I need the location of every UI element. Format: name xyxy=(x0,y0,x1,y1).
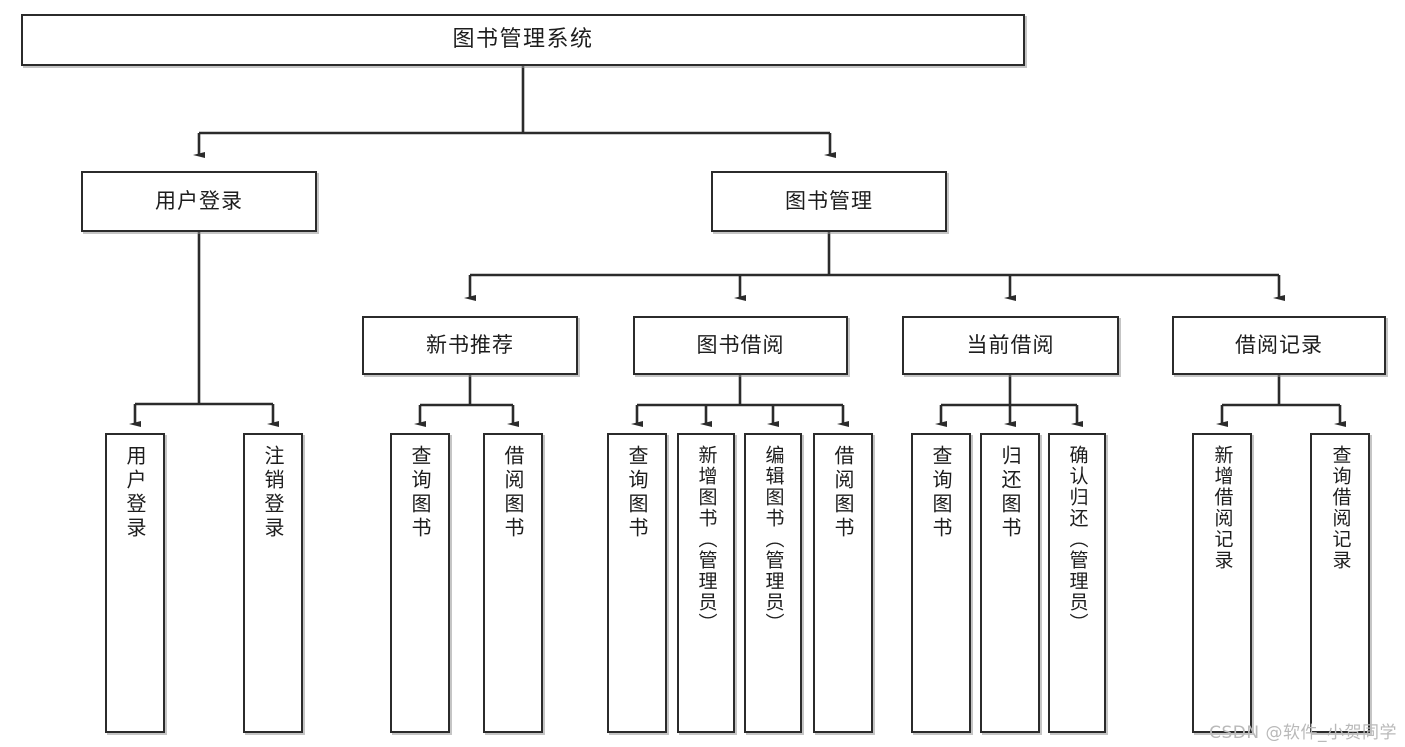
node-root-label: 图书管理系统 xyxy=(452,27,594,53)
leaf-borrow-record-add[interactable]: 新增借阅记录 xyxy=(1192,433,1252,733)
leaf-borrow-record-query-label: 查询借阅记录 xyxy=(1329,445,1352,571)
leaf-user-login-login[interactable]: 用户登录 xyxy=(105,433,165,733)
leaf-new-book-query[interactable]: 查询图书 xyxy=(390,433,450,733)
leaf-current-borrow-query[interactable]: 查询图书 xyxy=(911,433,971,733)
leaf-current-borrow-confirm[interactable]: 确认归还（管理员） xyxy=(1048,433,1106,733)
leaf-new-book-borrow-label: 借阅图书 xyxy=(501,445,525,541)
node-new-book-recommend-label: 新书推荐 xyxy=(426,333,514,358)
leaf-current-borrow-confirm-label: 确认归还（管理员） xyxy=(1066,445,1089,634)
leaf-user-login-login-label: 用户登录 xyxy=(123,445,147,541)
csdn-watermark: CSDN @软件_小贺同学 xyxy=(1209,723,1397,743)
node-book-management[interactable]: 图书管理 xyxy=(711,171,947,232)
leaf-book-borrow-query[interactable]: 查询图书 xyxy=(607,433,667,733)
leaf-book-borrow-borrow-label: 借阅图书 xyxy=(831,445,855,541)
leaf-current-borrow-return-label: 归还图书 xyxy=(998,445,1022,541)
leaf-user-login-logout-label: 注销登录 xyxy=(261,445,285,541)
leaf-new-book-borrow[interactable]: 借阅图书 xyxy=(483,433,543,733)
leaf-book-borrow-add-label: 新增图书（管理员） xyxy=(695,445,718,634)
leaf-current-borrow-query-label: 查询图书 xyxy=(929,445,953,541)
node-current-borrow[interactable]: 当前借阅 xyxy=(902,316,1119,375)
node-root[interactable]: 图书管理系统 xyxy=(21,14,1025,66)
node-book-borrow-label: 图书借阅 xyxy=(696,333,785,358)
leaf-book-borrow-query-label: 查询图书 xyxy=(625,445,649,541)
leaf-borrow-record-add-label: 新增借阅记录 xyxy=(1211,445,1234,571)
node-borrow-record[interactable]: 借阅记录 xyxy=(1172,316,1386,375)
leaf-current-borrow-return[interactable]: 归还图书 xyxy=(980,433,1040,733)
leaf-book-borrow-add[interactable]: 新增图书（管理员） xyxy=(677,433,735,733)
leaf-book-borrow-edit[interactable]: 编辑图书（管理员） xyxy=(744,433,802,733)
leaf-borrow-record-query[interactable]: 查询借阅记录 xyxy=(1310,433,1370,733)
leaf-book-borrow-borrow[interactable]: 借阅图书 xyxy=(813,433,873,733)
node-new-book-recommend[interactable]: 新书推荐 xyxy=(362,316,578,375)
leaf-new-book-query-label: 查询图书 xyxy=(408,445,432,541)
leaf-user-login-logout[interactable]: 注销登录 xyxy=(243,433,303,733)
node-user-login[interactable]: 用户登录 xyxy=(81,171,317,232)
node-book-management-label: 图书管理 xyxy=(785,189,873,214)
node-user-login-label: 用户登录 xyxy=(155,189,243,214)
node-book-borrow[interactable]: 图书借阅 xyxy=(633,316,848,375)
leaf-book-borrow-edit-label: 编辑图书（管理员） xyxy=(762,445,785,634)
node-borrow-record-label: 借阅记录 xyxy=(1235,333,1323,358)
node-current-borrow-label: 当前借阅 xyxy=(966,333,1055,358)
